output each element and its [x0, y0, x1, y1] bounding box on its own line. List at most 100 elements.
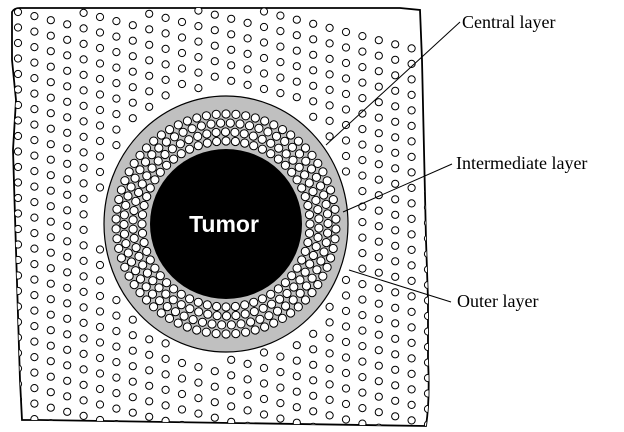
- layer-cell: [232, 110, 240, 118]
- normal-cell: [64, 191, 71, 198]
- normal-cell: [162, 76, 169, 83]
- normal-cell: [228, 418, 235, 425]
- normal-cell: [31, 137, 38, 144]
- normal-cell: [162, 30, 169, 37]
- normal-cell: [392, 227, 399, 234]
- layer-cell: [183, 323, 191, 331]
- layer-cell: [195, 308, 203, 316]
- layer-cell: [212, 128, 220, 136]
- layer-cell: [171, 308, 179, 316]
- normal-cell: [392, 413, 399, 420]
- normal-cell: [47, 63, 54, 70]
- normal-cell: [129, 22, 136, 29]
- normal-cell: [14, 411, 21, 418]
- layer-cell: [306, 260, 314, 268]
- normal-cell: [129, 37, 136, 44]
- layer-cell: [258, 295, 266, 303]
- normal-cell: [326, 86, 333, 93]
- layer-cell: [323, 263, 331, 271]
- normal-cell: [293, 419, 300, 426]
- normal-cell: [375, 207, 382, 214]
- normal-cell: [178, 375, 185, 382]
- normal-cell: [64, 52, 71, 59]
- normal-cell: [64, 253, 71, 260]
- normal-cell: [326, 102, 333, 109]
- normal-cell: [392, 180, 399, 187]
- normal-cell: [80, 304, 87, 311]
- layer-cell: [241, 301, 249, 309]
- normal-cell: [342, 90, 349, 97]
- normal-cell: [80, 412, 87, 419]
- normal-cell: [375, 176, 382, 183]
- normal-cell: [375, 424, 382, 431]
- layer-cell: [156, 168, 164, 176]
- normal-cell: [14, 210, 21, 217]
- layer-cell: [203, 301, 211, 309]
- normal-cell: [408, 246, 415, 253]
- normal-cell: [96, 13, 103, 20]
- normal-cell: [244, 407, 251, 414]
- layer-cell: [130, 207, 138, 215]
- layer-cell: [247, 318, 255, 326]
- layer-cell: [314, 281, 322, 289]
- normal-cell: [359, 312, 366, 319]
- layer-cell: [319, 168, 327, 176]
- normal-cell: [375, 393, 382, 400]
- layer-cell: [227, 321, 235, 329]
- normal-cell: [47, 342, 54, 349]
- normal-cell: [47, 32, 54, 39]
- normal-cell: [162, 61, 169, 68]
- layer-cell: [136, 289, 144, 297]
- normal-cell: [178, 390, 185, 397]
- normal-cell: [375, 145, 382, 152]
- layer-cell: [331, 205, 339, 213]
- layer-cell: [155, 144, 163, 152]
- normal-cell: [375, 83, 382, 90]
- normal-cell: [80, 9, 87, 16]
- layer-cell: [170, 133, 178, 141]
- normal-cell: [375, 68, 382, 75]
- layer-cell: [293, 264, 301, 272]
- layer-cell: [213, 302, 221, 310]
- layer-cell: [275, 144, 283, 152]
- normal-cell: [64, 145, 71, 152]
- layer-cell: [132, 244, 140, 252]
- normal-cell: [64, 408, 71, 415]
- normal-cell: [392, 382, 399, 389]
- normal-cell: [293, 373, 300, 380]
- normal-cell: [162, 340, 169, 347]
- normal-cell: [129, 84, 136, 91]
- layer-cell: [180, 312, 188, 320]
- normal-cell: [80, 242, 87, 249]
- layer-cell: [125, 168, 133, 176]
- normal-cell: [326, 303, 333, 310]
- layer-cell: [301, 193, 309, 201]
- outer-layer-label: Outer layer: [457, 291, 538, 311]
- normal-cell: [326, 350, 333, 357]
- normal-cell: [113, 312, 120, 319]
- layer-cell: [142, 144, 150, 152]
- normal-cell: [244, 19, 251, 26]
- normal-cell: [146, 398, 153, 405]
- normal-cell: [96, 44, 103, 51]
- normal-cell: [146, 26, 153, 33]
- normal-cell: [96, 261, 103, 268]
- normal-cell: [178, 49, 185, 56]
- layer-cell: [176, 140, 184, 148]
- layer-cell: [258, 145, 266, 153]
- layer-cell: [121, 263, 129, 271]
- layer-cell: [332, 215, 340, 223]
- normal-cell: [342, 307, 349, 314]
- normal-cell: [96, 277, 103, 284]
- normal-cell: [96, 75, 103, 82]
- layer-cell: [287, 131, 295, 139]
- normal-cell: [31, 261, 38, 268]
- layer-cell: [264, 128, 272, 136]
- normal-cell: [244, 391, 251, 398]
- layer-cell: [203, 139, 211, 147]
- normal-cell: [392, 56, 399, 63]
- layer-cell: [204, 310, 212, 318]
- layer-cell: [261, 323, 269, 331]
- normal-cell: [31, 106, 38, 113]
- normal-cell: [260, 411, 267, 418]
